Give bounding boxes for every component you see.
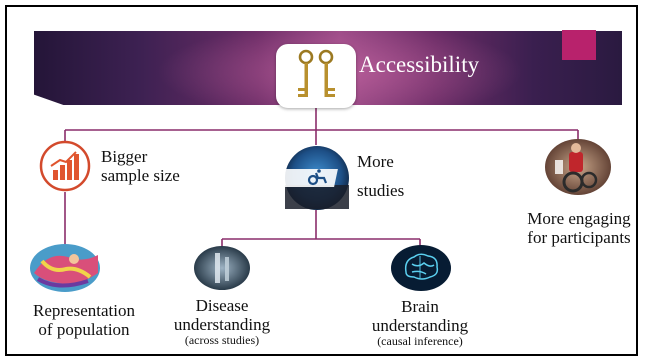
keys-icon bbox=[298, 49, 335, 97]
more-studies-line1: More bbox=[357, 152, 394, 171]
engaging-label: More engaging for participants bbox=[520, 209, 638, 247]
brain-note: (causal inference) bbox=[377, 334, 463, 349]
disease-label: Disease understanding (across studies) bbox=[172, 296, 272, 348]
more-studies-line2: studies bbox=[357, 181, 405, 201]
more-studies-label: More studies bbox=[357, 152, 404, 200]
bigger-sample-label: Bigger sample size bbox=[101, 147, 180, 185]
bigger-sample-line1: Bigger bbox=[101, 147, 148, 166]
engaging-line1: More engaging bbox=[527, 209, 631, 228]
disease-line2: understanding bbox=[173, 315, 271, 335]
banner-accent bbox=[562, 30, 596, 60]
page-title: Accessibility bbox=[359, 52, 480, 77]
fmri-icon bbox=[194, 246, 250, 290]
brain-icon bbox=[391, 245, 451, 291]
brain-line1: Brain bbox=[401, 297, 439, 316]
keys-tile bbox=[276, 44, 356, 108]
chart-icon bbox=[39, 140, 91, 192]
representation-line2: of population bbox=[38, 320, 130, 340]
disease-note: (across studies) bbox=[184, 333, 260, 348]
brain-line2: understanding bbox=[371, 316, 469, 336]
disease-line1: Disease bbox=[195, 296, 249, 315]
sports-photo-icon bbox=[545, 139, 611, 195]
representation-line1: Representation bbox=[33, 301, 135, 320]
population-icon bbox=[30, 244, 100, 292]
brain-label: Brain understanding (causal inference) bbox=[355, 297, 485, 349]
wheelchair-icon bbox=[283, 146, 349, 210]
engaging-line2: for participants bbox=[527, 228, 631, 248]
bigger-sample-line2: sample size bbox=[101, 166, 180, 186]
representation-label: Representation of population bbox=[20, 301, 148, 339]
